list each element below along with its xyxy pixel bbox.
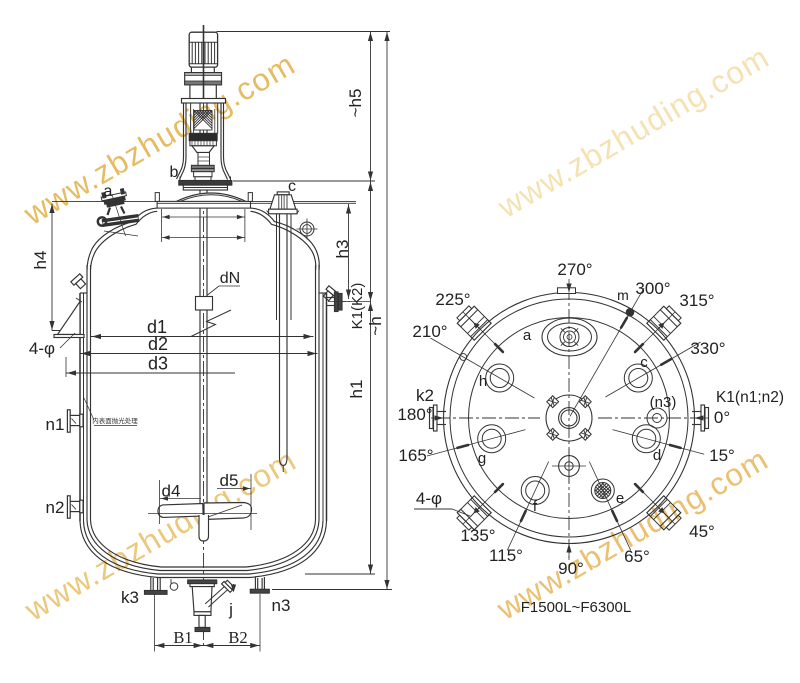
svg-text:4-φ: 4-φ xyxy=(416,489,442,508)
svg-text:15°: 15° xyxy=(709,446,735,465)
svg-text:225°: 225° xyxy=(435,290,470,309)
svg-text:330°: 330° xyxy=(690,339,725,358)
svg-text:0°: 0° xyxy=(714,408,730,427)
svg-text:90°: 90° xyxy=(558,559,584,578)
svg-text:315°: 315° xyxy=(679,291,714,310)
svg-text:a: a xyxy=(104,183,113,200)
svg-text:j: j xyxy=(228,600,233,619)
svg-text:c: c xyxy=(288,178,296,195)
svg-text:m: m xyxy=(617,287,629,303)
svg-text:n1: n1 xyxy=(46,415,65,434)
svg-text:d2: d2 xyxy=(148,334,168,354)
svg-text:165°: 165° xyxy=(398,446,433,465)
svg-text:b: b xyxy=(170,164,179,181)
svg-text:内表面抛光处理: 内表面抛光处理 xyxy=(92,416,138,425)
svg-text:300°: 300° xyxy=(635,279,670,298)
svg-text:4-φ: 4-φ xyxy=(29,339,55,358)
svg-text:K1(n1;n2): K1(n1;n2) xyxy=(716,389,784,406)
svg-text:f: f xyxy=(533,498,538,515)
svg-text:e: e xyxy=(616,490,624,507)
svg-text:K1(K2): K1(K2) xyxy=(349,283,366,330)
svg-text:45°: 45° xyxy=(689,522,715,541)
svg-text:65°: 65° xyxy=(624,547,650,566)
svg-text:n3: n3 xyxy=(272,596,291,615)
svg-text:115°: 115° xyxy=(489,546,523,565)
svg-text:135°: 135° xyxy=(460,526,495,545)
svg-text:~h5: ~h5 xyxy=(346,89,365,118)
svg-text:c: c xyxy=(640,354,648,371)
svg-text:d: d xyxy=(653,447,661,464)
svg-text:270°: 270° xyxy=(557,260,592,279)
svg-text:180°: 180° xyxy=(397,405,432,424)
svg-text:dN: dN xyxy=(220,270,240,287)
svg-text:g: g xyxy=(478,450,486,467)
svg-text:k3: k3 xyxy=(121,588,139,607)
svg-text:~h: ~h xyxy=(366,316,385,335)
svg-text:d5: d5 xyxy=(220,471,239,490)
svg-text:d3: d3 xyxy=(148,354,168,374)
svg-text:d4: d4 xyxy=(162,482,181,501)
svg-text:n2: n2 xyxy=(46,498,65,517)
svg-text:210°: 210° xyxy=(412,322,447,341)
svg-text:(n3): (n3) xyxy=(650,394,677,411)
svg-text:B2: B2 xyxy=(228,628,247,647)
svg-text:h3: h3 xyxy=(333,240,352,259)
svg-text:h4: h4 xyxy=(31,251,50,270)
svg-text:h: h xyxy=(479,373,487,390)
svg-text:B1: B1 xyxy=(173,628,192,647)
svg-text:d1: d1 xyxy=(147,317,167,337)
svg-text:h1: h1 xyxy=(347,380,366,399)
svg-text:F1500L~F6300L: F1500L~F6300L xyxy=(521,599,632,616)
svg-text:a: a xyxy=(523,327,532,344)
svg-text:k2: k2 xyxy=(416,386,434,405)
